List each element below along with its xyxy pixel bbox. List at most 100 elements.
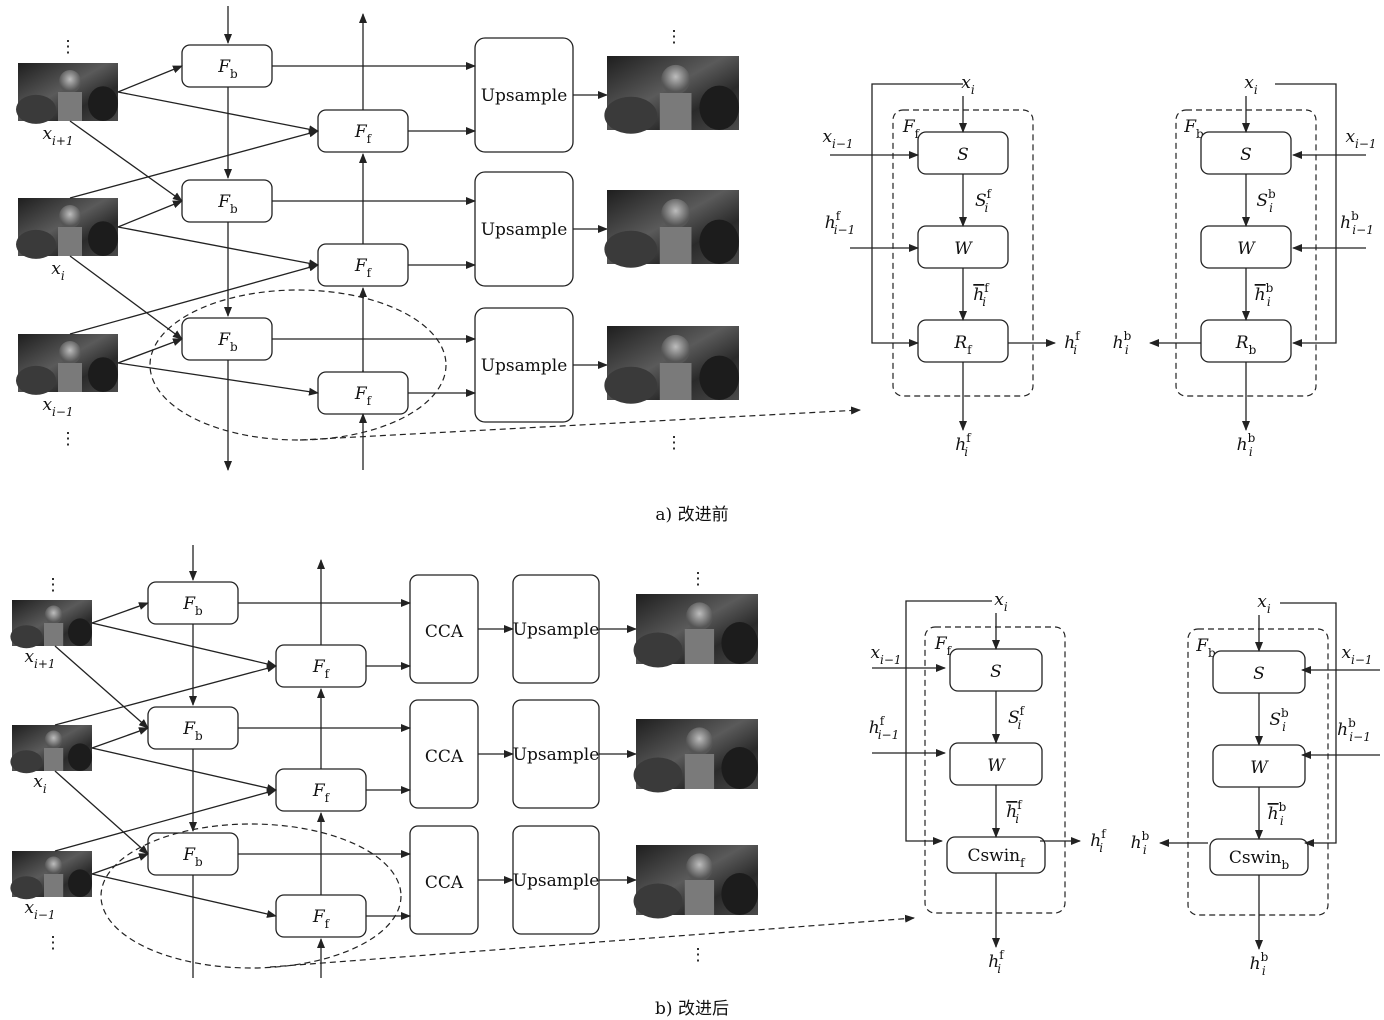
img-to-ff xyxy=(117,362,319,396)
cross-link xyxy=(69,129,319,199)
cross-link xyxy=(54,770,149,855)
img-to-fb xyxy=(91,727,149,749)
fb-label-a-3: Fb xyxy=(217,330,238,354)
ellipsis-bottom-a: ⋮ xyxy=(60,429,77,449)
output-frame-a-1 xyxy=(604,56,739,134)
detail-backward-a-s-label: S xyxy=(1240,145,1252,165)
img-to-fb xyxy=(117,200,183,228)
cca-label-2: CCA xyxy=(425,747,464,767)
detail-forward-b-w-label: W xyxy=(987,756,1006,776)
input-frame-x-i xyxy=(16,198,118,259)
output-frame-b-1 xyxy=(633,594,758,668)
cross-link xyxy=(54,645,149,729)
img-to-fb xyxy=(117,338,183,364)
img-to-ff xyxy=(117,226,319,268)
detail-forward-a-r-label: Rf xyxy=(953,333,973,357)
input-frame-b-x-i-plus-1-label: xi+1 xyxy=(24,647,55,671)
zoom-arrow-b xyxy=(269,914,915,968)
ellipsis-out-bottom-b: ⋮ xyxy=(690,945,707,965)
img-to-ff xyxy=(91,622,277,668)
input-frame-b-x-i-minus-1 xyxy=(10,851,92,900)
cca-label-3: CCA xyxy=(425,873,464,893)
detail-backward-b-frame xyxy=(1187,628,1329,916)
output-frame-a-2 xyxy=(604,190,739,268)
x-prev-label-f-b: xi−1 xyxy=(870,643,901,667)
cross-link xyxy=(69,263,319,335)
detail-forward-a-w-label: W xyxy=(954,239,973,259)
highlight-ellipse-b xyxy=(100,823,402,969)
fb-label-b-3: Fb xyxy=(182,845,203,869)
upsample-label-a-1: Upsample xyxy=(481,86,568,106)
x-prev-label-b-b: xi−1 xyxy=(1341,643,1372,667)
detail-backward-b-x-label: xi xyxy=(1257,592,1271,616)
highlight-ellipse-a xyxy=(149,289,447,441)
detail-forward-a-title: Ff xyxy=(902,117,921,141)
upsample-label-a-2: Upsample xyxy=(481,220,568,240)
ellipsis-top-b: ⋮ xyxy=(45,575,62,595)
detail-forward-a-x-label: xi xyxy=(961,73,975,97)
detail-forward-a-s-label: S xyxy=(957,145,969,165)
detail-forward-b-r-label: Cswinf xyxy=(967,846,1026,870)
input-frame-b-x-i xyxy=(10,725,92,774)
input-frame-x-i-minus-1-label: xi−1 xyxy=(42,395,73,419)
detail-forward-b-s-label: S xyxy=(990,662,1002,682)
caption-b: b) 改进后 xyxy=(655,999,729,1019)
img-to-ff xyxy=(117,91,319,134)
fb-label-b-1: Fb xyxy=(182,594,203,618)
img-to-fb xyxy=(117,65,183,93)
input-frame-b-x-i-label: xi xyxy=(33,772,47,796)
ff-label-a-2: Ff xyxy=(354,256,373,280)
ellipsis-top-a: ⋮ xyxy=(60,37,77,57)
input-frame-b-x-i-minus-1-label: xi−1 xyxy=(24,898,55,922)
detail-forward-b-frame xyxy=(924,626,1066,914)
img-to-ff xyxy=(91,873,277,918)
skip-x-forward-a xyxy=(871,83,963,347)
upsample-label-b-3: Upsample xyxy=(513,871,600,891)
upsample-label-a-3: Upsample xyxy=(481,356,568,376)
fb-label-b-2: Fb xyxy=(182,719,203,743)
detail-backward-b-title: Fb xyxy=(1195,636,1216,660)
skip-x-forward-b xyxy=(905,600,992,845)
input-frame-x-i-plus-1 xyxy=(16,63,118,124)
ellipsis-bottom-b: ⋮ xyxy=(45,933,62,953)
input-frame-x-i-minus-1 xyxy=(16,334,118,395)
cross-link xyxy=(69,120,183,202)
detail-backward-b-s-label: S xyxy=(1253,664,1265,684)
zoom-arrow-a xyxy=(299,406,861,441)
x-prev-label-b-a: xi−1 xyxy=(1345,127,1376,151)
cca-label-1: CCA xyxy=(425,622,464,642)
input-frame-b-x-i-plus-1 xyxy=(10,600,92,649)
detail-backward-b-w-label: W xyxy=(1250,758,1269,778)
cross-link xyxy=(69,255,183,340)
detail-forward-b-x-label: xi xyxy=(994,590,1008,614)
input-frame-x-i-label: xi xyxy=(51,259,65,283)
fb-label-a-1: Fb xyxy=(217,57,238,81)
input-frame-x-i-plus-1-label: xi+1 xyxy=(42,124,73,148)
output-frame-a-3 xyxy=(604,326,739,404)
detail-backward-a-x-label: xi xyxy=(1244,73,1258,97)
fb-label-a-2: Fb xyxy=(217,192,238,216)
ff-label-b-2: Ff xyxy=(312,781,331,805)
caption-a: a) 改进前 xyxy=(655,505,728,525)
img-to-fb xyxy=(91,602,149,624)
ff-label-a-1: Ff xyxy=(354,122,373,146)
